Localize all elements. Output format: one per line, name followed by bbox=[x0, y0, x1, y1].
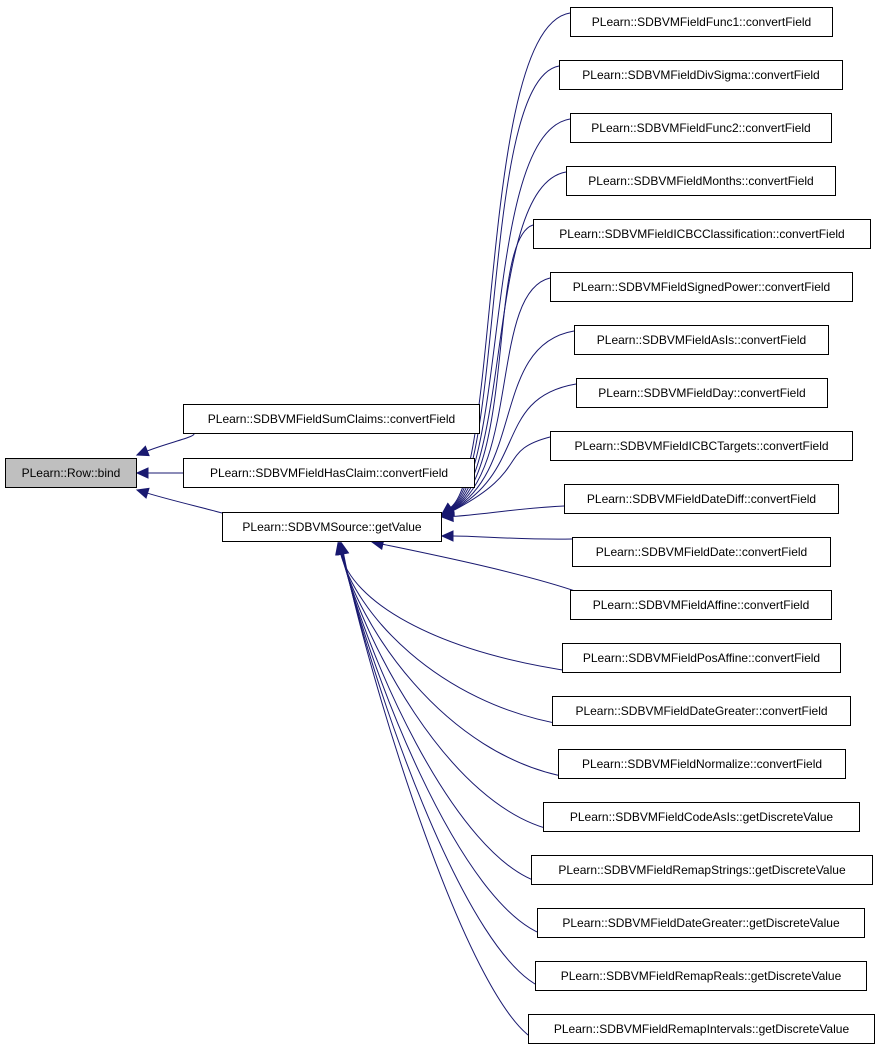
node-sdbvmfield-div-sigma-convert-field[interactable]: PLearn::SDBVMFieldDivSigma::convertField bbox=[559, 60, 843, 90]
graph-nodes: PLearn::Row::bind PLearn::SDBVMFieldSumCl… bbox=[5, 7, 875, 1044]
node-label: PLearn::SDBVMFieldAsIs::convertField bbox=[597, 333, 806, 347]
node-label: PLearn::SDBVMFieldDivSigma::convertField bbox=[582, 68, 819, 82]
node-box bbox=[535, 961, 867, 991]
node-sdbvmfield-affine-convert-field[interactable]: PLearn::SDBVMFieldAffine::convertField bbox=[570, 590, 832, 620]
node-sdbvmfield-func2-convert-field[interactable]: PLearn::SDBVMFieldFunc2::convertField bbox=[570, 113, 832, 143]
node-label: PLearn::SDBVMFieldPosAffine::convertFiel… bbox=[583, 651, 820, 665]
node-box bbox=[570, 113, 832, 143]
node-row-bind[interactable]: PLearn::Row::bind bbox=[5, 458, 137, 488]
node-label: PLearn::SDBVMFieldRemapReals::getDiscret… bbox=[561, 969, 842, 983]
edge-sdbvmfield-remap-reals-get-discrete-value-to-get-value bbox=[342, 553, 550, 991]
edge-getvalue-to-bind-arrowhead bbox=[135, 487, 150, 499]
node-box bbox=[531, 855, 873, 885]
node-box bbox=[570, 590, 832, 620]
node-box bbox=[564, 484, 839, 514]
node-box bbox=[566, 166, 836, 196]
node-label: PLearn::SDBVMSource::getValue bbox=[242, 520, 422, 534]
node-box bbox=[570, 7, 833, 37]
node-label: PLearn::SDBVMFieldRemapIntervals::getDis… bbox=[554, 1022, 850, 1036]
node-sdbvmfield-has-claim-convert-field[interactable]: PLearn::SDBVMFieldHasClaim::convertField bbox=[183, 458, 475, 488]
node-label: PLearn::SDBVMFieldRemapStrings::getDiscr… bbox=[558, 863, 846, 877]
node-sdbvmfield-sum-claims-convert-field[interactable]: PLearn::SDBVMFieldSumClaims::convertFiel… bbox=[183, 404, 480, 434]
node-box bbox=[552, 696, 851, 726]
node-label: PLearn::SDBVMFieldDate::convertField bbox=[596, 545, 807, 559]
edge-sdbvmfield-code-as-is-get-discrete-value-to-get-value bbox=[341, 553, 558, 832]
edge-sdbvmfield-remap-intervals-get-discrete-value-to-get-value bbox=[343, 553, 543, 1044]
edge-getvalue-to-bind bbox=[147, 492, 223, 514]
edge-sdbvmfield-day-convert-field-to-get-value bbox=[451, 383, 577, 512]
node-box bbox=[5, 458, 137, 488]
node-sdbvmfield-remap-reals-get-discrete-value[interactable]: PLearn::SDBVMFieldRemapReals::getDiscret… bbox=[535, 961, 867, 991]
edge-sdbvmfield-remap-intervals-get-discrete-value-to-get-value-arrowhead bbox=[338, 541, 350, 556]
node-sdbvmfield-remap-intervals-get-discrete-value[interactable]: PLearn::SDBVMFieldRemapIntervals::getDis… bbox=[528, 1014, 875, 1044]
node-sdbvmsource-get-value[interactable]: PLearn::SDBVMSource::getValue bbox=[222, 512, 442, 542]
node-label: PLearn::SDBVMFieldSumClaims::convertFiel… bbox=[208, 412, 455, 426]
node-sdbvmfield-date-greater-convert-field[interactable]: PLearn::SDBVMFieldDateGreater::convertFi… bbox=[552, 696, 851, 726]
edge-sdbvmfield-pos-affine-convert-field-to-get-value bbox=[340, 553, 577, 673]
node-label: PLearn::SDBVMFieldSignedPower::convertFi… bbox=[573, 280, 830, 294]
node-label: PLearn::SDBVMFieldDateGreater::convertFi… bbox=[575, 704, 827, 718]
node-sdbvmfield-date-greater-get-discrete-value[interactable]: PLearn::SDBVMFieldDateGreater::getDiscre… bbox=[537, 908, 865, 938]
edge-sdbvmfield-date-greater-get-discrete-value-to-get-value bbox=[342, 553, 552, 938]
node-box bbox=[537, 908, 865, 938]
node-label: PLearn::SDBVMFieldNormalize::convertFiel… bbox=[582, 757, 822, 771]
node-sdbvmfield-icbctargets-convert-field[interactable]: PLearn::SDBVMFieldICBCTargets::convertFi… bbox=[550, 431, 853, 461]
node-label: PLearn::SDBVMFieldDateDiff::convertField bbox=[587, 492, 816, 506]
edge-sdbvmfield-date-convert-field-to-get-value bbox=[452, 535, 573, 540]
node-sdbvmfield-date-convert-field[interactable]: PLearn::SDBVMFieldDate::convertField bbox=[572, 537, 831, 567]
node-sdbvmfield-remap-strings-get-discrete-value[interactable]: PLearn::SDBVMFieldRemapStrings::getDiscr… bbox=[531, 855, 873, 885]
node-label: PLearn::SDBVMFieldHasClaim::convertField bbox=[210, 466, 448, 480]
node-box bbox=[550, 272, 853, 302]
node-box bbox=[543, 802, 860, 832]
node-sdbvmfield-date-diff-convert-field[interactable]: PLearn::SDBVMFieldDateDiff::convertField bbox=[564, 484, 839, 514]
node-label: PLearn::SDBVMFieldDay::convertField bbox=[598, 386, 805, 400]
edge-sumclaims-to-bind bbox=[147, 432, 195, 452]
edge-sdbvmfield-div-sigma-convert-field-to-get-value bbox=[450, 65, 560, 509]
node-label: PLearn::SDBVMFieldAffine::convertField bbox=[593, 598, 810, 612]
node-box bbox=[558, 749, 846, 779]
node-box bbox=[528, 1014, 875, 1044]
node-box bbox=[222, 512, 442, 542]
edge-sdbvmfield-normalize-convert-field-to-get-value bbox=[340, 553, 573, 779]
node-box bbox=[183, 458, 475, 488]
node-label: PLearn::SDBVMFieldFunc1::convertField bbox=[592, 15, 811, 29]
edge-sdbvmfield-date-greater-convert-field-to-get-value bbox=[340, 553, 567, 726]
node-label: PLearn::SDBVMFieldMonths::convertField bbox=[588, 174, 813, 188]
edge-sdbvmfield-date-diff-convert-field-to-get-value-arrowhead bbox=[440, 510, 454, 523]
node-label: PLearn::SDBVMFieldICBCClassification::co… bbox=[559, 227, 844, 241]
node-sdbvmfield-day-convert-field[interactable]: PLearn::SDBVMFieldDay::convertField bbox=[576, 378, 828, 408]
node-label: PLearn::Row::bind bbox=[22, 466, 121, 480]
node-sdbvmfield-icbcclassification-convert-field[interactable]: PLearn::SDBVMFieldICBCClassification::co… bbox=[533, 219, 871, 249]
node-box bbox=[562, 643, 841, 673]
edge-sdbvmfield-date-convert-field-to-get-value-arrowhead bbox=[440, 530, 454, 542]
node-sdbvmfield-func1-convert-field[interactable]: PLearn::SDBVMFieldFunc1::convertField bbox=[570, 7, 833, 37]
edge-sdbvmfield-affine-convert-field-to-get-value bbox=[382, 543, 579, 593]
node-label: PLearn::SDBVMFieldFunc2::convertField bbox=[591, 121, 810, 135]
node-box bbox=[533, 219, 871, 249]
edge-sdbvmfield-remap-strings-get-discrete-value-to-get-value bbox=[341, 553, 546, 885]
edge-sdbvmfield-date-diff-convert-field-to-get-value bbox=[452, 505, 565, 517]
edge-hasclaim-to-bind-arrowhead bbox=[135, 467, 149, 479]
edge-sdbvmfield-icbctargets-convert-field-to-get-value bbox=[451, 436, 551, 512]
node-sdbvmfield-signed-power-convert-field[interactable]: PLearn::SDBVMFieldSignedPower::convertFi… bbox=[550, 272, 853, 302]
node-sdbvmfield-months-convert-field[interactable]: PLearn::SDBVMFieldMonths::convertField bbox=[566, 166, 836, 196]
node-box bbox=[574, 325, 829, 355]
node-sdbvmfield-code-as-is-get-discrete-value[interactable]: PLearn::SDBVMFieldCodeAsIs::getDiscreteV… bbox=[543, 802, 860, 832]
node-label: PLearn::SDBVMFieldDateGreater::getDiscre… bbox=[562, 916, 840, 930]
edge-sumclaims-to-bind-arrowhead bbox=[135, 445, 150, 457]
edge-sdbvmfield-as-is-convert-field-to-get-value bbox=[451, 330, 575, 511]
node-box bbox=[559, 60, 843, 90]
node-sdbvmfield-pos-affine-convert-field[interactable]: PLearn::SDBVMFieldPosAffine::convertFiel… bbox=[562, 643, 841, 673]
node-sdbvmfield-normalize-convert-field[interactable]: PLearn::SDBVMFieldNormalize::convertFiel… bbox=[558, 749, 846, 779]
node-label: PLearn::SDBVMFieldICBCTargets::convertFi… bbox=[574, 439, 828, 453]
node-box bbox=[572, 537, 831, 567]
node-box bbox=[576, 378, 828, 408]
node-label: PLearn::SDBVMFieldCodeAsIs::getDiscreteV… bbox=[570, 810, 834, 824]
node-box bbox=[183, 404, 480, 434]
node-sdbvmfield-as-is-convert-field[interactable]: PLearn::SDBVMFieldAsIs::convertField bbox=[574, 325, 829, 355]
node-box bbox=[550, 431, 853, 461]
